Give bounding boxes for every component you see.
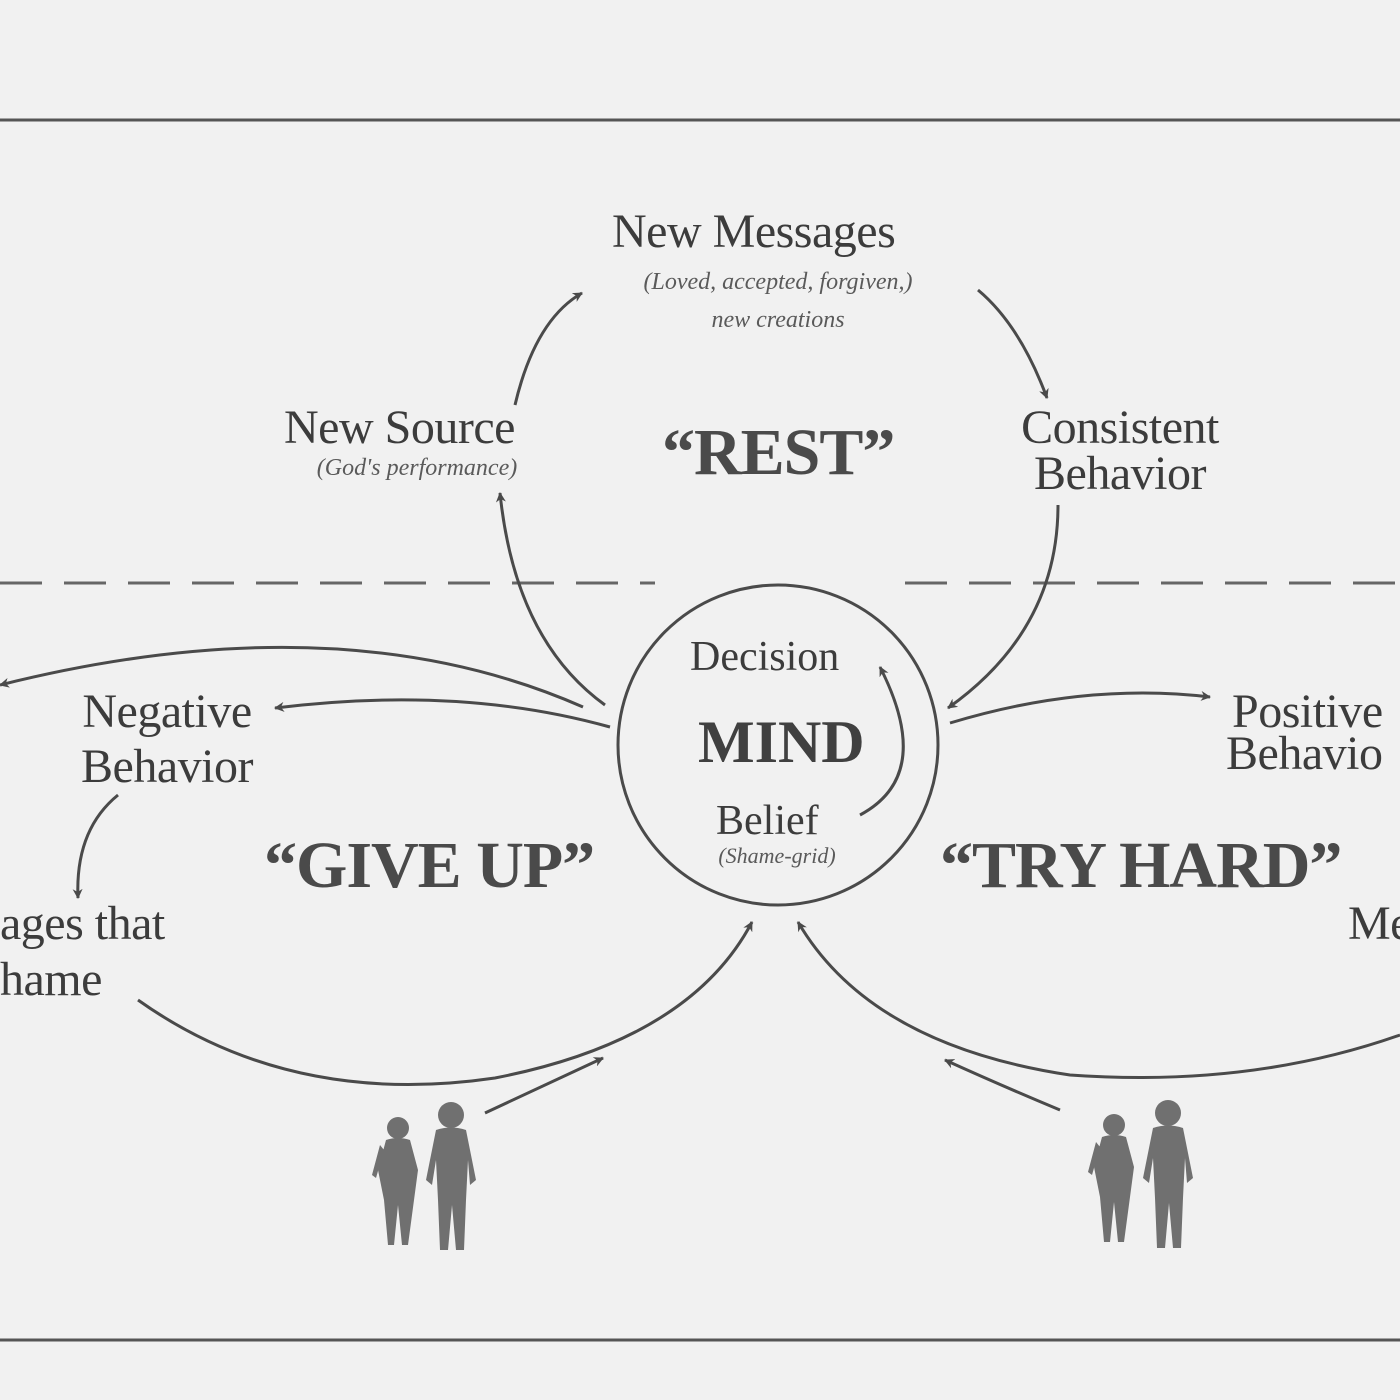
arrow-people-right bbox=[944, 1058, 1061, 1112]
arrow-mind-to-negative-behavior bbox=[274, 698, 611, 729]
arrow-mind-to-new-source bbox=[495, 492, 606, 707]
consistent-behavior-line2: Behavior bbox=[1034, 447, 1206, 500]
messages-partial-right: Me bbox=[1348, 897, 1400, 950]
arrow-messages-to-mind-right bbox=[796, 921, 1400, 1080]
new-source-title: New Source bbox=[284, 401, 515, 454]
arrow-outer-left bbox=[0, 645, 584, 709]
arrow-negative-to-messages bbox=[72, 793, 119, 899]
decision-label: Decision bbox=[690, 634, 840, 680]
try-hard-label: “TRY HARD” bbox=[940, 829, 1342, 902]
belief-label: Belief bbox=[716, 798, 819, 844]
belief-subtitle: (Shame-grid) bbox=[718, 843, 836, 868]
arrow-mind-to-positive-behavior bbox=[949, 690, 1211, 725]
arrow-to-new-messages bbox=[513, 291, 583, 406]
positive-behavior-line2: Behavio bbox=[1226, 727, 1383, 780]
arrow-consistent-to-mind bbox=[947, 504, 1060, 710]
people-right-icon bbox=[1088, 1100, 1193, 1248]
new-source-subtitle: (God's performance) bbox=[316, 455, 518, 481]
give-up-label: “GIVE UP” bbox=[264, 829, 595, 902]
messages-that-shame-line2: hame bbox=[0, 953, 102, 1006]
new-messages-title: New Messages bbox=[612, 205, 896, 258]
people-left-icon bbox=[372, 1102, 476, 1250]
new-messages-subtitle: (Loved, accepted, forgiven,) bbox=[643, 269, 913, 295]
consistent-behavior-line1: Consistent bbox=[1021, 401, 1219, 454]
arrow-to-consistent-behavior bbox=[977, 288, 1049, 399]
arrow-belief-to-decision bbox=[859, 666, 905, 817]
rest-label: “REST” bbox=[662, 416, 895, 489]
arrow-people-left bbox=[484, 1056, 604, 1115]
mind-label: MIND bbox=[698, 709, 865, 775]
negative-behavior-line1: Negative bbox=[82, 685, 252, 738]
mind-circle bbox=[616, 583, 940, 907]
positive-behavior-line1: Positive bbox=[1232, 685, 1383, 738]
arrow-messages-to-mind bbox=[137, 921, 754, 1086]
messages-that-shame-line1: ages that bbox=[0, 897, 165, 950]
new-messages-subtitle-2: new creations bbox=[711, 307, 845, 333]
negative-behavior-line2: Behavior bbox=[81, 740, 253, 793]
